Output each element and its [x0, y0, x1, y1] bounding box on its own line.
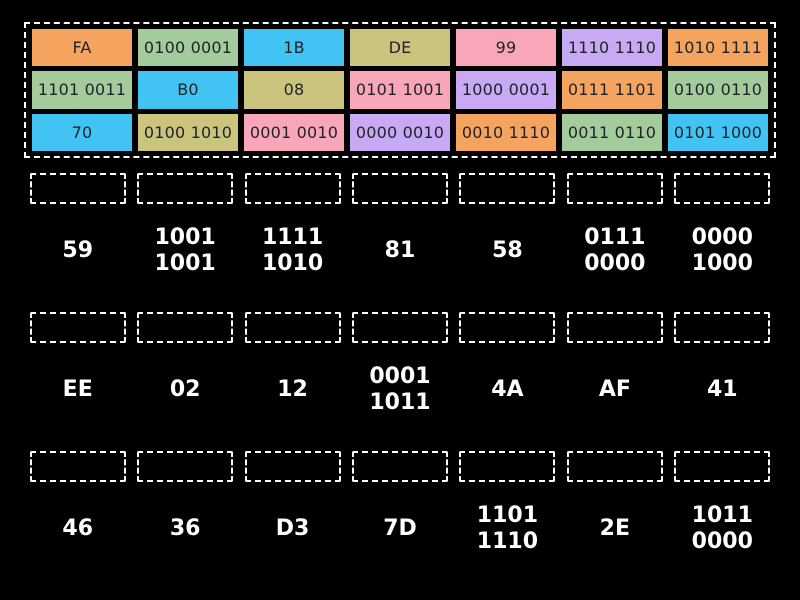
answer-dropzone[interactable] [459, 173, 556, 204]
answer-dropzone[interactable] [29, 173, 126, 204]
hex-tile[interactable]: 0111 1101 [562, 71, 662, 109]
answer-label: 41 [706, 376, 738, 402]
answer-label: 1111 1010 [261, 224, 324, 276]
answer-label: 58 [492, 237, 523, 263]
answer-dropzone[interactable] [244, 173, 341, 204]
hex-tile[interactable]: 0001 0010 [244, 113, 344, 151]
answer-label: 02 [169, 376, 201, 402]
answer-dropzone[interactable] [351, 451, 448, 482]
answer-dropzone[interactable] [459, 451, 556, 482]
answer-dropzone[interactable] [351, 173, 448, 204]
label-row-2: EE 02 12 0001 1011 4A AF 41 [24, 343, 776, 436]
answer-label: 0000 1000 [691, 224, 753, 276]
label-row-3: 46 36 D3 7D 1101 1110 2E 1011 0000 [24, 482, 776, 575]
hex-tile[interactable]: FA [32, 29, 132, 67]
hex-tile[interactable]: 0000 0010 [350, 113, 450, 151]
answer-label: 81 [384, 237, 416, 263]
answer-dropzone[interactable] [674, 312, 771, 343]
label-row-1: 59 1001 1001 1111 1010 81 58 0111 0000 0000 10… [24, 204, 776, 297]
answer-label: 12 [277, 376, 308, 402]
answer-label: 7D [383, 515, 417, 541]
answer-dropzone[interactable] [674, 451, 771, 482]
answer-group-3: 46 36 D3 7D 1101 1110 2E 1011 0000 [24, 451, 776, 575]
answer-dropzone[interactable] [244, 451, 341, 482]
dropzone-row-2 [24, 312, 776, 343]
answer-label: 4A [491, 376, 524, 402]
hex-tile[interactable]: 0101 1000 [668, 113, 768, 151]
answer-label: 46 [62, 515, 94, 541]
hex-tile[interactable]: B0 [138, 71, 238, 109]
hex-tile[interactable]: 1000 0001 [456, 71, 556, 109]
answer-label: 1011 0000 [691, 502, 753, 554]
answer-dropzone[interactable] [566, 173, 663, 204]
hex-tile[interactable]: 0101 1001 [350, 71, 450, 109]
answer-dropzone[interactable] [566, 312, 663, 343]
answer-label: 0111 0000 [584, 224, 646, 276]
answer-dropzone[interactable] [29, 451, 126, 482]
hex-tile[interactable]: 70 [32, 113, 132, 151]
answer-label: 1101 1110 [476, 502, 539, 554]
answer-dropzone[interactable] [137, 451, 234, 482]
answer-dropzone[interactable] [29, 312, 126, 343]
answer-group-1: 59 1001 1001 1111 1010 81 58 0111 0000 0000 10… [24, 173, 776, 297]
answer-group-2: EE 02 12 0001 1011 4A AF 41 [24, 312, 776, 436]
answer-dropzone[interactable] [244, 312, 341, 343]
answer-dropzone[interactable] [351, 312, 448, 343]
hex-tile[interactable]: DE [350, 29, 450, 67]
answer-dropzone[interactable] [566, 451, 663, 482]
hex-tile[interactable]: 08 [244, 71, 344, 109]
answer-label: EE [62, 376, 93, 402]
dropzone-row-3 [24, 451, 776, 482]
answer-label: 2E [599, 515, 631, 541]
hex-tile[interactable]: 0011 0110 [562, 113, 662, 151]
answer-label: 1001 1001 [154, 224, 216, 276]
hex-tile[interactable]: 99 [456, 29, 556, 67]
hex-tile[interactable]: 1110 1110 [562, 29, 662, 67]
hex-tile[interactable]: 1B [244, 29, 344, 67]
hex-tile[interactable]: 0010 1110 [456, 113, 556, 151]
hex-tile[interactable]: 0100 1010 [138, 113, 238, 151]
hex-tile[interactable]: 1010 1111 [668, 29, 768, 67]
answer-dropzone[interactable] [674, 173, 771, 204]
hex-tile[interactable]: 0100 0001 [138, 29, 238, 67]
hex-tile[interactable]: 0100 0110 [668, 71, 768, 109]
answer-dropzone[interactable] [137, 312, 234, 343]
hex-tile[interactable]: 1101 0011 [32, 71, 132, 109]
answer-label: 0001 1011 [369, 363, 431, 415]
answer-label: 59 [62, 237, 94, 263]
answer-dropzone[interactable] [459, 312, 556, 343]
answer-dropzone[interactable] [137, 173, 234, 204]
answer-label: 36 [169, 515, 201, 541]
answer-label: D3 [275, 515, 310, 541]
dropzone-row-1 [24, 173, 776, 204]
answer-label: AF [598, 376, 631, 402]
